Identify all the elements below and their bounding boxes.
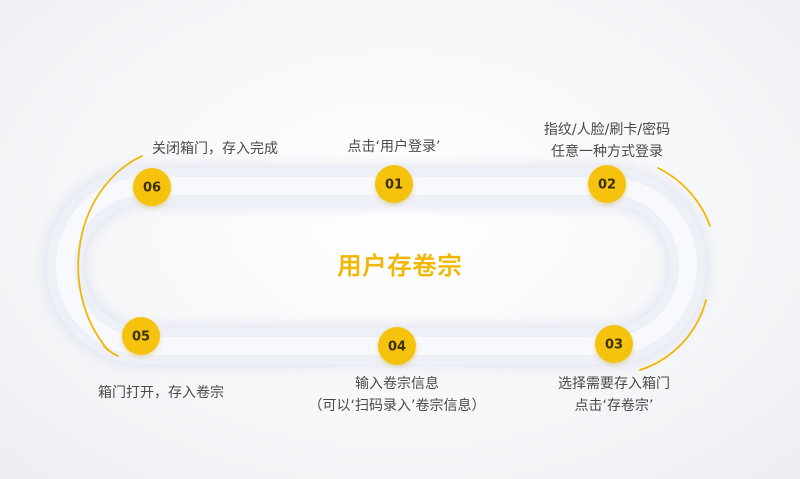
step-06-line-1: 关闭箱门，存入完成 xyxy=(152,141,278,157)
step-01-text: 点击‘用户登录’ xyxy=(294,136,494,158)
step-node-06: 06 xyxy=(133,168,171,206)
step-06-text: 关闭箱门，存入完成 xyxy=(120,138,310,160)
step-04-text: 输入卷宗信息 （可以‘扫码录入’卷宗信息） xyxy=(287,373,507,417)
svg-text:02: 02 xyxy=(598,178,616,193)
step-node-03: 03 xyxy=(595,325,633,363)
svg-text:04: 04 xyxy=(388,340,406,355)
step-node-04: 04 xyxy=(378,327,416,365)
step-02-line-2: 任意一种方式登录 xyxy=(551,144,663,160)
diagram-title: 用户存卷宗 xyxy=(337,252,463,280)
accent-arc-left-bottom xyxy=(103,345,119,357)
step-03-text: 选择需要存入箱门 点击‘存卷宗’ xyxy=(514,373,714,417)
step-05-line-1: 箱门打开，存入卷宗 xyxy=(98,385,224,401)
step-02-text: 指纹/人脸/刷卡/密码 任意一种方式登录 xyxy=(497,119,717,163)
step-02-line-1: 指纹/人脸/刷卡/密码 xyxy=(543,122,671,138)
step-04-line-1: 输入卷宗信息 xyxy=(355,376,439,392)
step-01-line-1: 点击‘用户登录’ xyxy=(347,139,441,155)
svg-text:03: 03 xyxy=(605,338,623,353)
svg-text:01: 01 xyxy=(385,178,403,193)
step-05-text: 箱门打开，存入卷宗 xyxy=(66,382,256,404)
accent-arc-left xyxy=(77,155,143,351)
step-03-line-1: 选择需要存入箱门 xyxy=(558,376,670,392)
step-node-05: 05 xyxy=(122,317,160,355)
step-04-line-2: （可以‘扫码录入’卷宗信息） xyxy=(308,398,486,414)
accent-arc-right-bottom xyxy=(639,299,707,371)
svg-text:05: 05 xyxy=(132,330,150,345)
step-node-01: 01 xyxy=(375,165,413,203)
step-node-02: 02 xyxy=(588,165,626,203)
accent-arc-right-top xyxy=(657,167,711,227)
step-03-line-2: 点击‘存卷宗’ xyxy=(574,398,654,414)
svg-text:06: 06 xyxy=(143,181,161,196)
